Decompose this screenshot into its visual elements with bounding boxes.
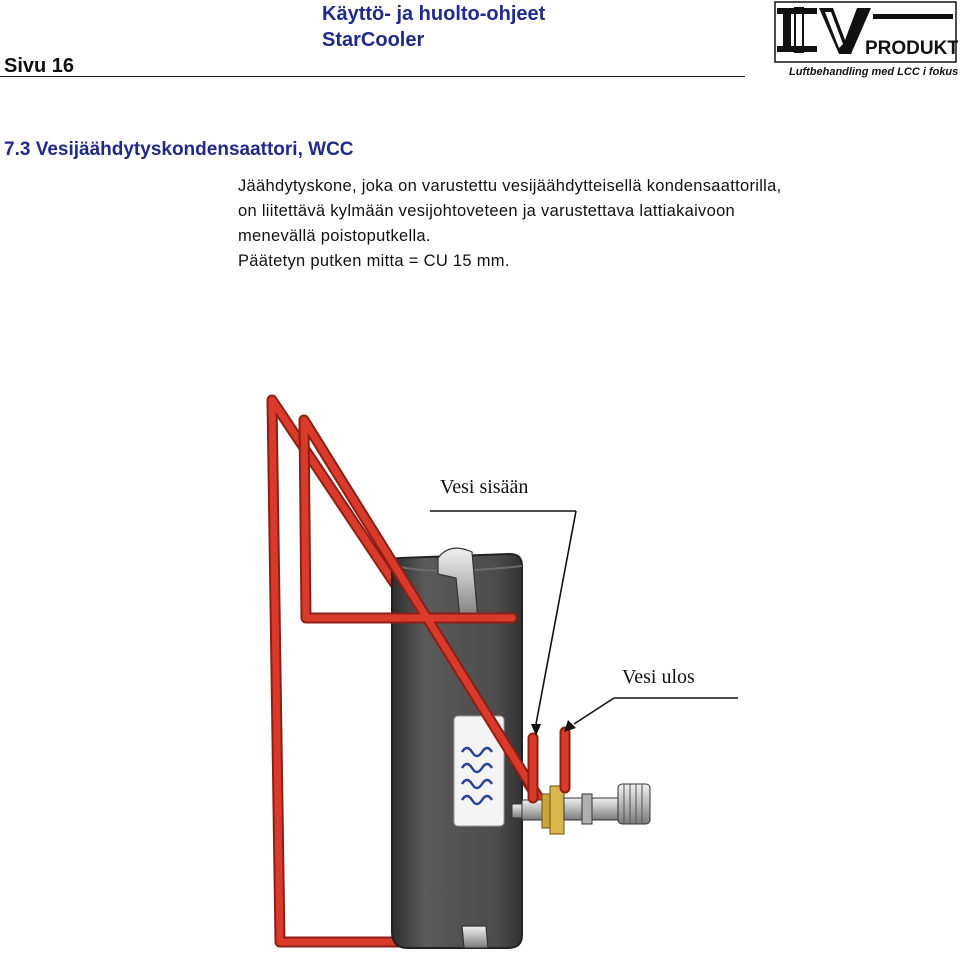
condenser-illustration	[266, 394, 738, 949]
label-water-in: Vesi sisään	[440, 476, 529, 498]
callout-lines	[430, 510, 738, 736]
document-title-line2: StarCooler	[322, 29, 425, 51]
manufacturer-logo-icon	[460, 746, 494, 806]
arrow-out-icon	[564, 720, 576, 732]
body-line-1: Jäähdytyskone, joka on varustettu vesijä…	[238, 177, 782, 195]
section-heading: 7.3 Vesijäähdytyskondensaattori, WCC	[4, 139, 354, 160]
outlet-pipes	[527, 726, 571, 804]
valve-assembly	[511, 783, 651, 835]
body-line-2: on liitettävä kylmään vesijohtoveteen ja…	[238, 202, 736, 220]
label-water-out: Vesi ulos	[622, 666, 695, 688]
page-number: Sivu 16	[4, 55, 75, 77]
logo-mark-icon: PRODUKT	[774, 1, 959, 63]
logo-tagline: Luftbehandling med LCC i fokus	[789, 66, 959, 78]
section-body: Jäähdytyskone, joka on varustettu vesijä…	[238, 174, 938, 274]
arrow-in-icon	[531, 724, 541, 736]
inlet-pipe	[298, 414, 546, 806]
document-title: Käyttö- ja huolto-ohjeet StarCooler	[322, 1, 545, 53]
body-line-3: menevällä poistoputkella.	[238, 227, 431, 245]
condenser-diagram: Vesi sisään Vesi ulos	[250, 380, 760, 953]
document-title-line1: Käyttö- ja huolto-ohjeet	[322, 3, 546, 25]
header-rule	[0, 76, 745, 77]
body-line-4: Päätetyn putken mitta = CU 15 mm.	[238, 252, 510, 270]
logo-text: PRODUKT	[865, 38, 958, 59]
company-logo: PRODUKT	[773, 0, 959, 82]
